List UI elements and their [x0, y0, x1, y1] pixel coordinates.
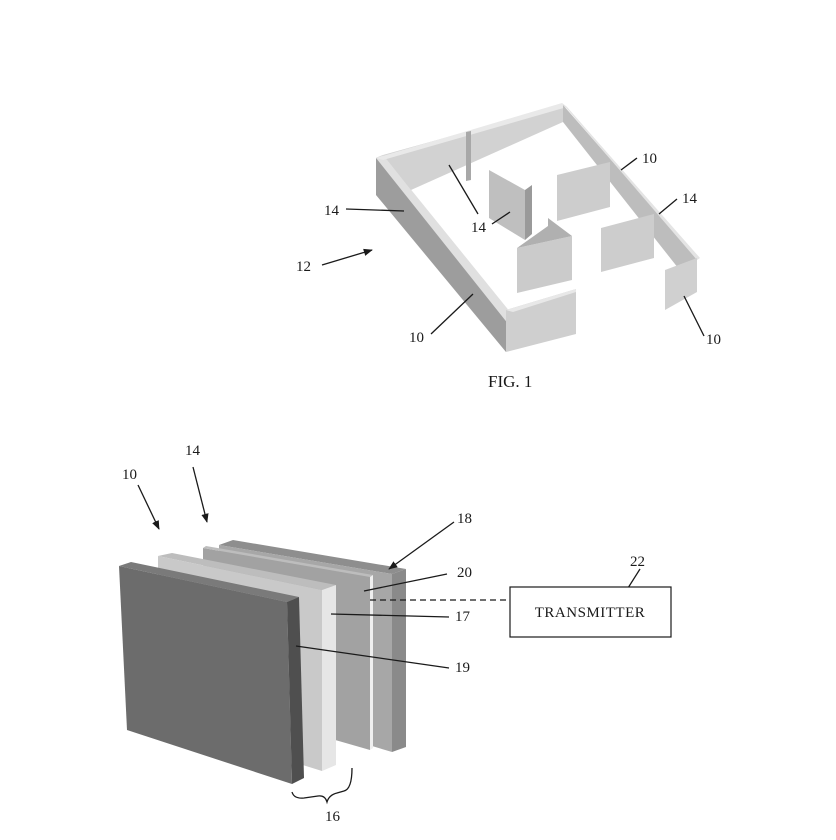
leader-12-arrow	[321, 248, 373, 266]
ref-20: 20	[457, 565, 472, 581]
figure-1-caption: FIG. 1	[488, 372, 532, 391]
ref-10: 10	[122, 467, 137, 483]
interior-wall-upper-right	[557, 162, 610, 221]
leader-14-right	[658, 198, 678, 215]
right-outer-wall-face	[563, 105, 697, 292]
ref-10-bottom-right: 10	[706, 332, 721, 348]
back-wall-top	[376, 103, 567, 160]
ref-19: 19	[455, 660, 470, 676]
back-wall-face	[383, 105, 563, 190]
figure-1: 14 12 14 10 14 10 10 FIG. 1	[296, 103, 721, 391]
ref-16: 16	[325, 809, 341, 825]
leader-10-top	[620, 157, 638, 171]
arrow-18	[388, 521, 455, 570]
ref-14-center: 14	[471, 220, 487, 236]
interior-wall-mid-right	[601, 214, 654, 272]
interior-wall-center-lower	[517, 236, 572, 293]
arrow-10	[137, 484, 160, 530]
bottom-front-wall	[506, 289, 576, 352]
bottom-front-wall-top	[506, 289, 576, 312]
ref-10-bottom-left: 10	[409, 330, 424, 346]
ref-14-left: 14	[324, 203, 340, 219]
ref-14-right: 14	[682, 191, 698, 207]
leader-22	[627, 568, 641, 589]
leader-10-bottom-right	[683, 295, 705, 337]
leader-14-left	[345, 208, 405, 212]
leader-14-center-a	[448, 164, 479, 215]
leader-19	[295, 645, 450, 669]
leader-17	[330, 613, 450, 618]
leader-20	[363, 573, 448, 592]
left-outer-wall-top	[376, 155, 515, 330]
front-panel-19	[119, 562, 304, 784]
interior-wall-center-lower-end	[517, 218, 572, 248]
ref-17: 17	[455, 609, 471, 625]
leader-14-center-b	[491, 211, 511, 225]
transmitter-box	[509, 586, 672, 638]
leader-10-bottom-left	[430, 293, 474, 335]
arrow-14	[192, 466, 209, 523]
back-wall-divider	[466, 131, 471, 181]
ref-22: 22	[630, 554, 645, 570]
ref-12: 12	[296, 259, 311, 275]
room-walls	[376, 103, 700, 352]
interior-wall-center-left	[489, 170, 525, 240]
front-right-stub-wall	[665, 258, 697, 310]
transmitter-label: TRANSMITTER	[535, 605, 646, 621]
right-outer-wall-top	[562, 103, 700, 260]
interior-wall-center-left-end	[525, 185, 532, 240]
figure-2: TRANSMITTER 10 14 18 20 22 17 19 16	[119, 443, 672, 825]
brace-16	[291, 767, 353, 805]
ref-14: 14	[185, 443, 201, 459]
ref-18: 18	[457, 511, 472, 527]
left-outer-wall-face	[376, 155, 513, 352]
ref-10-top: 10	[642, 151, 657, 167]
